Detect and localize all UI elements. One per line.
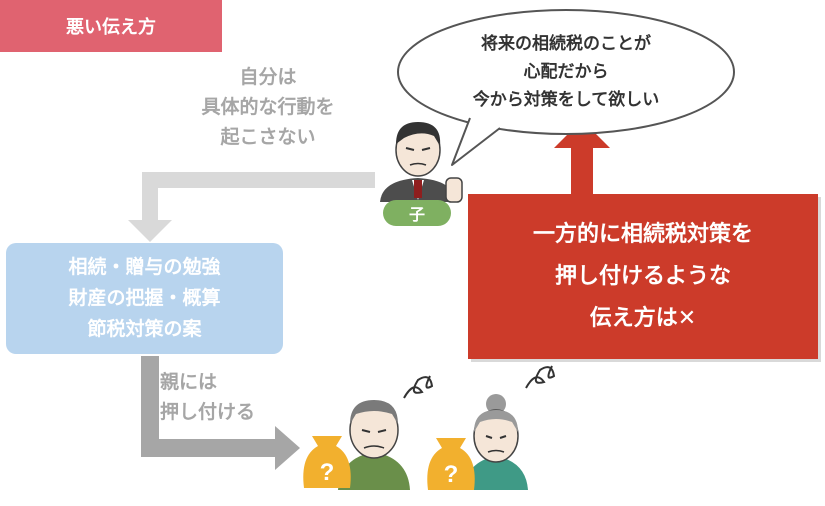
child-label: 子 bbox=[383, 200, 451, 226]
warning-box: 一方的に相続税対策を 押し付けるような 伝え方は✕ bbox=[468, 194, 818, 359]
header-tag: 悪い伝え方 bbox=[0, 0, 222, 52]
question-mark-icon: ? bbox=[320, 459, 335, 486]
bubble-line: 心配だから bbox=[523, 62, 609, 82]
question-mark-icon: ? bbox=[444, 461, 459, 488]
study-line: 相続・贈与の勉強 bbox=[68, 256, 221, 278]
note-line: 親には bbox=[160, 371, 218, 393]
arrow-study-to-parents bbox=[141, 356, 300, 470]
warning-line: 押し付けるような bbox=[554, 263, 731, 289]
note-line: 具体的な行動を bbox=[201, 96, 335, 118]
note-line: 自分は bbox=[239, 66, 297, 88]
money-bag-icon: ? bbox=[303, 436, 351, 488]
father-icon bbox=[338, 400, 410, 490]
study-box: 相続・贈与の勉強 財産の把握・概算 節税対策の案 bbox=[6, 243, 283, 354]
bubble-line: 今から対策をして欲しい bbox=[472, 90, 660, 110]
study-line: 財産の把握・概算 bbox=[68, 287, 221, 309]
scribble-worry-icon bbox=[403, 365, 556, 399]
money-bag-icon: ? bbox=[427, 438, 475, 490]
bubble-line: 将来の相続税のことが bbox=[481, 34, 651, 54]
speech-bubble-text: 将来の相続税のことが 心配だから 今から対策をして欲しい bbox=[416, 30, 716, 114]
speech-bubble bbox=[397, 9, 735, 166]
warning-line: 一方的に相続税対策を bbox=[532, 221, 753, 247]
note-line: 起こさない bbox=[220, 126, 316, 148]
note-no-action: 自分は 具体的な行動を 起こさない bbox=[168, 62, 368, 152]
warning-line: 伝え方は✕ bbox=[589, 305, 697, 331]
note-push-to-parents: 親には 押し付ける bbox=[160, 367, 280, 427]
study-line: 節税対策の案 bbox=[87, 318, 202, 340]
note-line: 押し付ける bbox=[160, 401, 256, 423]
arrow-child-to-study bbox=[128, 172, 375, 242]
person-child-icon bbox=[380, 122, 463, 203]
mother-icon bbox=[464, 394, 528, 490]
